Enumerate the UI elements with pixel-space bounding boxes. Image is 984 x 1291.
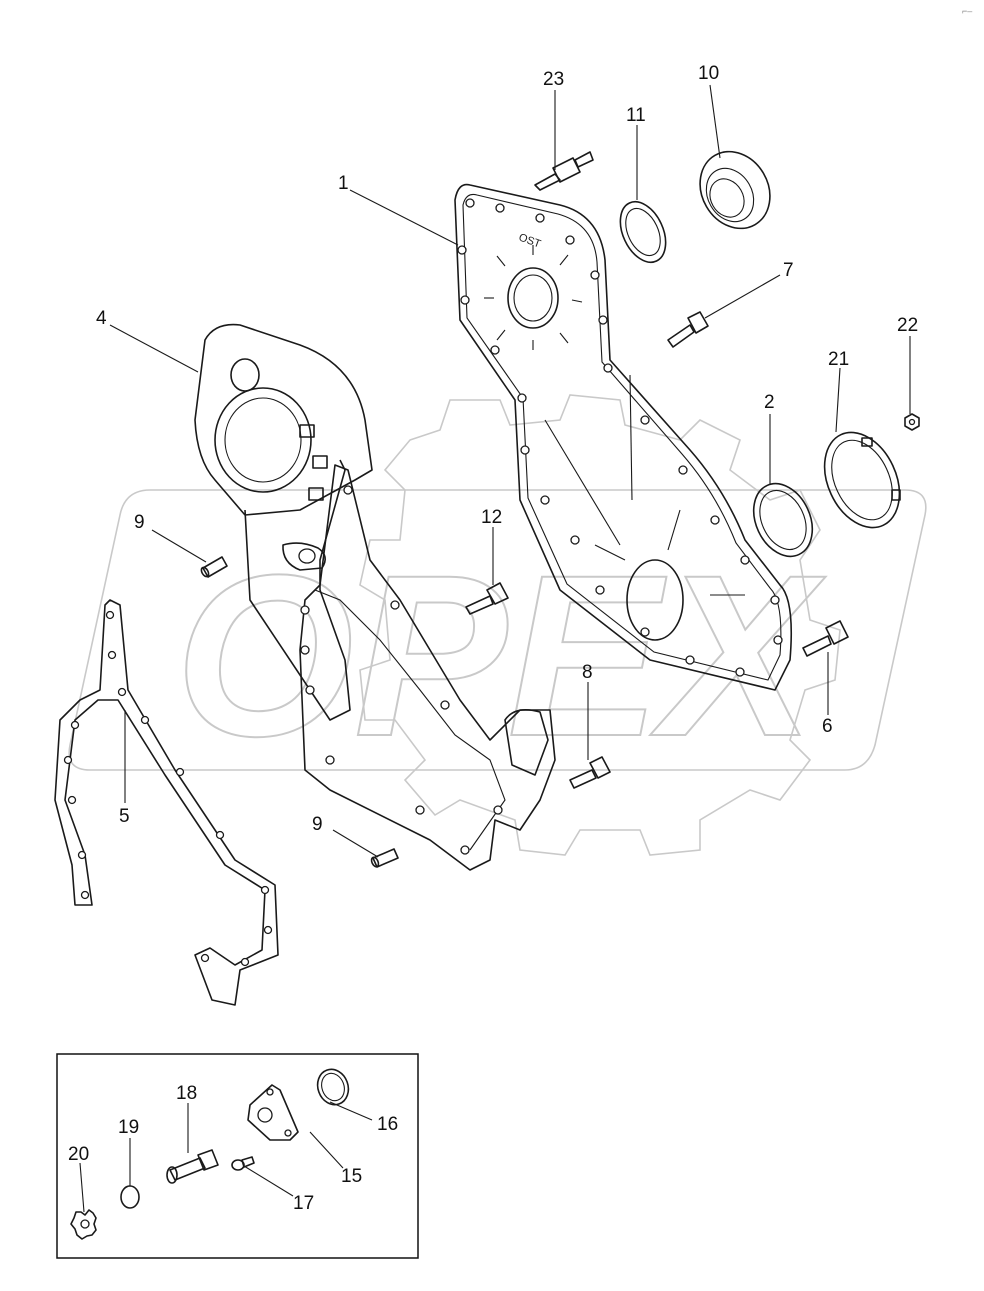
callout-15: 15 [341, 1166, 362, 1187]
callout-9b: 9 [312, 814, 323, 835]
cover-opening-lower [626, 559, 684, 641]
bolt-7 [667, 311, 709, 348]
callout-12: 12 [481, 507, 502, 528]
callout-7: 7 [783, 260, 794, 281]
seal-11 [619, 200, 667, 264]
front-cover-housing [194, 323, 556, 871]
o-ring-16 [316, 1068, 350, 1106]
callout-6: 6 [822, 716, 833, 737]
callout-20: 20 [68, 1144, 89, 1165]
screw-17 [231, 1156, 255, 1171]
bolt-12 [465, 582, 509, 615]
housing-gasket [54, 599, 279, 1006]
housing-boss [230, 358, 260, 392]
callout-8: 8 [582, 662, 593, 683]
corner-mark: ⌐– [962, 6, 972, 16]
callout-22: 22 [897, 315, 918, 336]
dowel-pin-9b [370, 848, 399, 868]
callout-17: 17 [293, 1193, 314, 1214]
callout-18: 18 [176, 1083, 197, 1104]
watermark: OPEX [68, 394, 927, 856]
nut-22 [904, 413, 920, 431]
oil-seal-10 [699, 150, 771, 230]
callout-21: 21 [828, 349, 849, 370]
watermark-band [68, 489, 927, 771]
cover-bolt-holes [457, 198, 783, 677]
callout-11: 11 [626, 105, 646, 126]
inset-box [56, 1053, 419, 1259]
seal-carrier-21 [823, 431, 901, 529]
housing-flange [282, 542, 326, 571]
sensor-18 [166, 1149, 219, 1184]
seal-2 [752, 482, 814, 558]
gear-ring-20 [70, 1209, 97, 1240]
callout-4: 4 [96, 308, 107, 329]
o-ring-19 [120, 1185, 140, 1209]
bolt-8 [569, 756, 611, 789]
callout-5: 5 [119, 806, 130, 827]
leader-lines [79, 84, 911, 1213]
callout-9a: 9 [134, 512, 145, 533]
callout-2: 2 [764, 392, 775, 413]
callout-16: 16 [377, 1114, 398, 1135]
callout-labels: 1 2 4 5 6 7 8 9 9 10 11 12 15 16 17 18 1… [68, 63, 918, 1214]
callout-19: 19 [118, 1117, 139, 1138]
watermark-gear [359, 394, 841, 856]
callout-23: 23 [543, 69, 564, 90]
crank-seal-bore-upper [507, 267, 559, 329]
bolt-6 [802, 620, 849, 657]
cover-mark: OST [517, 232, 543, 251]
housing-bore [214, 387, 312, 493]
stud-23 [534, 151, 594, 191]
callout-1: 1 [338, 173, 349, 194]
callout-10: 10 [698, 63, 719, 84]
watermark-text: OPEX [175, 527, 826, 784]
dowel-pin-9a [200, 556, 228, 578]
sensor-housing-15 [247, 1084, 299, 1141]
timing-cover-plate: OST [454, 183, 793, 691]
